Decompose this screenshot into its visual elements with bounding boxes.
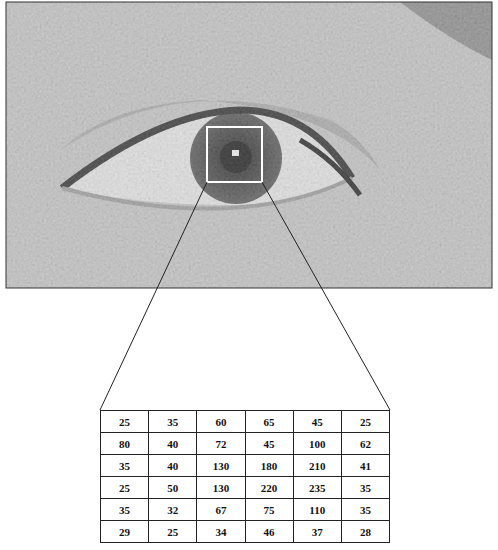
pixel-value: 40 (149, 433, 197, 455)
pixel-value: 34 (197, 521, 245, 543)
pixel-value: 45 (246, 433, 294, 455)
pixel-value: 60 (197, 411, 245, 433)
zoom-square (207, 127, 262, 182)
pixel-value: 80 (101, 433, 149, 455)
pixel-value: 210 (294, 455, 342, 477)
pixel-value: 46 (246, 521, 294, 543)
pixel-value: 72 (197, 433, 245, 455)
pixel-value: 37 (294, 521, 342, 543)
pixel-value: 67 (197, 499, 245, 521)
pixel-value: 35 (342, 477, 390, 499)
pixel-value: 235 (294, 477, 342, 499)
pixel-value: 25 (149, 521, 197, 543)
pixel-value: 35 (101, 455, 149, 477)
pixel-value: 62 (342, 433, 390, 455)
pixel-value: 40 (149, 455, 197, 477)
pixel-value: 130 (197, 477, 245, 499)
pixel-value: 130 (197, 455, 245, 477)
pixel-value: 41 (342, 455, 390, 477)
pixel-value: 25 (101, 411, 149, 433)
photo-border (6, 2, 492, 288)
pixel-noise (6, 2, 492, 288)
pixel-value: 65 (246, 411, 294, 433)
pixel-value: 28 (342, 521, 390, 543)
eye-photo (6, 2, 492, 288)
pixel-value: 35 (149, 411, 197, 433)
zoom-line (262, 182, 390, 410)
pixel-value: 110 (294, 499, 342, 521)
pixel-value: 220 (246, 477, 294, 499)
pixel-value: 35 (101, 499, 149, 521)
pixel-value: 32 (149, 499, 197, 521)
pixel-value: 25 (342, 411, 390, 433)
pixel-value: 35 (342, 499, 390, 521)
pixel-value: 45 (294, 411, 342, 433)
skin (6, 2, 492, 288)
pixel-value: 180 (246, 455, 294, 477)
pixel-value: 29 (101, 521, 149, 543)
pixel-value: 50 (149, 477, 197, 499)
pixel-value: 75 (246, 499, 294, 521)
pixel-value: 25 (101, 477, 149, 499)
pixel-value-table: 2535606545258040724510062354013018021041… (100, 410, 390, 543)
zoom-line (100, 182, 207, 410)
pixel-value: 100 (294, 433, 342, 455)
